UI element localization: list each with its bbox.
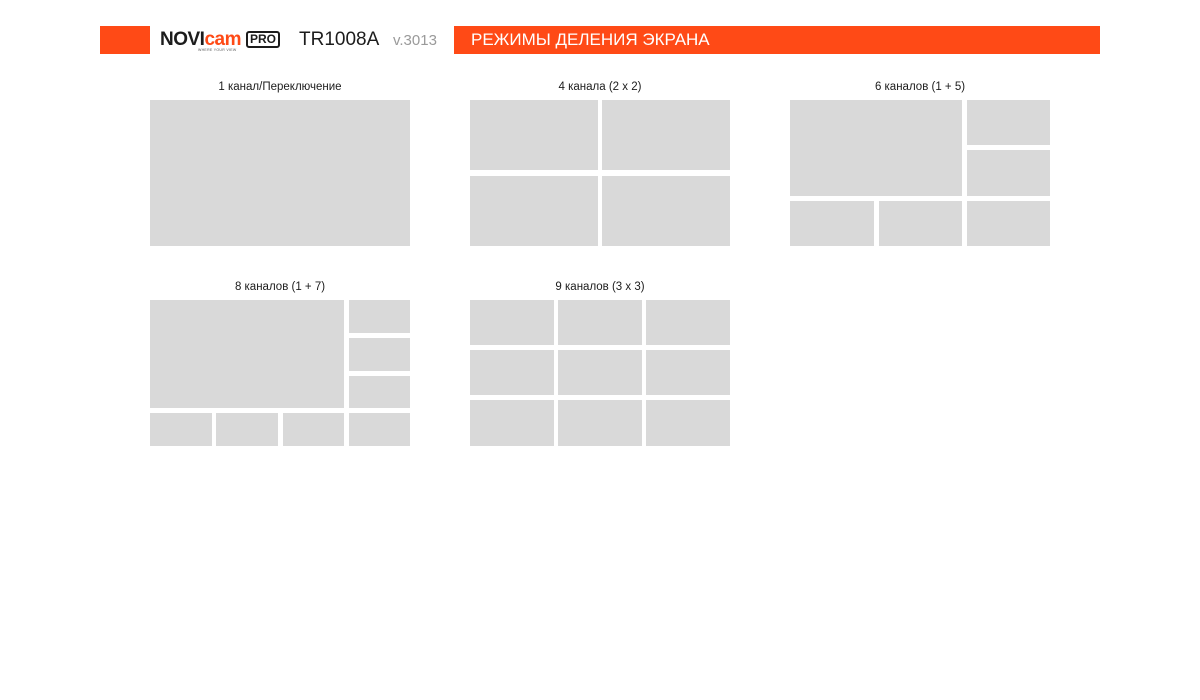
screen-cell [216, 413, 278, 446]
layout-label: 1 канал/Переключение [218, 81, 342, 93]
screen-cell [558, 400, 642, 446]
screen-cell [602, 100, 730, 170]
brand-logo-tagline: WHERE YOUR VIEW [198, 48, 237, 52]
brand-logo: NOVIcam WHERE YOUR VIEW PRO [160, 29, 285, 53]
screen-cell [967, 150, 1050, 196]
screen-cell [967, 201, 1050, 246]
header-left-accent-bar [100, 26, 150, 54]
screen-cell [790, 201, 874, 246]
screen-cell [349, 300, 410, 333]
screen-cell [602, 176, 730, 246]
screen-cell [646, 350, 730, 395]
screen-cell [470, 400, 554, 446]
screen-cell [470, 100, 598, 170]
screen-cell [967, 100, 1050, 145]
screen-cell [470, 300, 554, 345]
screen-cell [349, 338, 410, 371]
screen-cell [470, 350, 554, 395]
screen-cell [646, 400, 730, 446]
screen-cell [558, 300, 642, 345]
section-title: РЕЖИМЫ ДЕЛЕНИЯ ЭКРАНА [471, 30, 710, 49]
screen-cell [349, 413, 410, 446]
layout-label: 4 канала (2 x 2) [558, 81, 642, 93]
screen-cell-main [150, 300, 344, 408]
screen-cell-main [790, 100, 962, 196]
screen-cell [558, 350, 642, 395]
screen-cell [470, 176, 598, 246]
layout-label: 6 каналов (1 + 5) [874, 81, 966, 93]
brand-logo-pro-badge: PRO [246, 31, 280, 48]
screen-cell [150, 413, 212, 446]
layout-label: 8 каналов (1 + 7) [234, 281, 326, 293]
firmware-version: v.3013 [393, 32, 437, 49]
screen-cell [646, 300, 730, 345]
screen-cell [349, 376, 410, 408]
model-name: TR1008A [299, 29, 380, 50]
screen-cell [879, 201, 962, 246]
brand-logo-wordmark: NOVIcam [160, 29, 241, 50]
header-title-bar: РЕЖИМЫ ДЕЛЕНИЯ ЭКРАНА [454, 26, 1100, 54]
layout-label: 9 каналов (3 x 3) [555, 281, 645, 293]
screen-cell [150, 100, 410, 246]
screen-cell [283, 413, 344, 446]
